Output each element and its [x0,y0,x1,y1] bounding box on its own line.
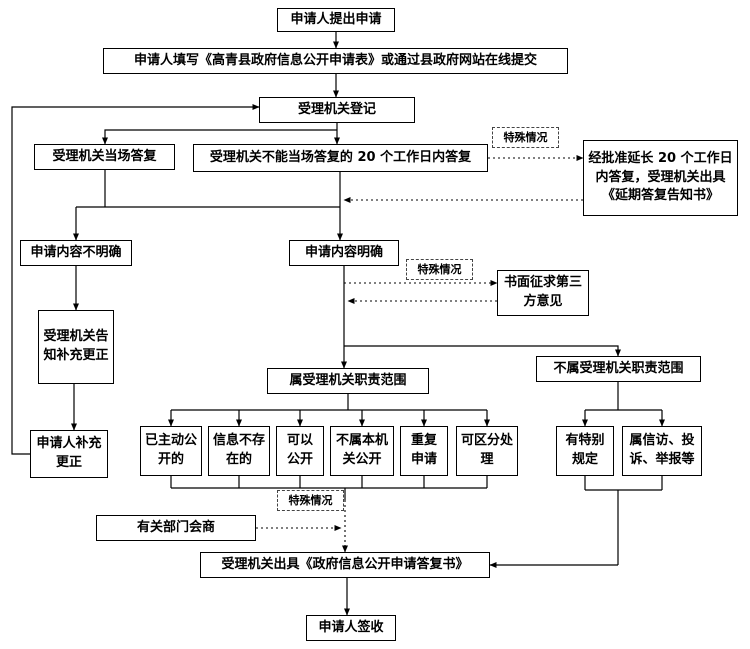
node-special-rules: 有特别规定 [556,426,614,476]
node-separable-handling: 可区分处理 [456,426,518,476]
node-consult-departments: 有关部门会商 [96,515,256,541]
node-petition-complaint: 属信访、投诉、举报等 [622,426,702,476]
node-info-not-exist: 信息不存在的 [208,426,270,476]
node-fill-form: 申请人填写《高青县政府信息公开申请表》或通过县政府网站在线提交 [103,48,568,74]
node-deadline-reply: 受理机关不能当场答复的 20 个工作日内答复 [193,144,488,172]
node-special-case-1: 特殊情况 [492,127,559,148]
node-not-this-org: 不属本机关公开 [330,426,394,476]
node-special-case-2: 特殊情况 [406,259,473,280]
node-content-unclear: 申请内容不明确 [20,240,132,266]
node-onspot-reply: 受理机关当场答复 [34,144,175,170]
node-apply: 申请人提出申请 [277,8,395,32]
node-special-case-3: 特殊情况 [277,490,344,511]
node-in-scope: 属受理机关职责范围 [267,368,429,394]
node-out-of-scope: 不属受理机关职责范围 [536,356,701,382]
node-repeat-apply: 重复申请 [400,426,448,476]
node-applicant-supplement: 申请人补充更正 [30,430,108,478]
node-extension: 经批准延长 20 个工作日内答复，受理机关出具《延期答复告知书》 [583,140,738,216]
node-can-public: 可以公开 [276,426,324,476]
node-third-party-opinion: 书面征求第三方意见 [497,270,589,316]
node-sign-receipt: 申请人签收 [306,615,396,641]
node-notify-supplement: 受理机关告知补充更正 [38,310,114,384]
node-content-clear: 申请内容明确 [289,240,399,266]
node-register: 受理机关登记 [259,97,415,123]
node-already-public: 已主动公开的 [140,426,202,476]
node-reply-document: 受理机关出具《政府信息公开申请答复书》 [200,552,490,578]
